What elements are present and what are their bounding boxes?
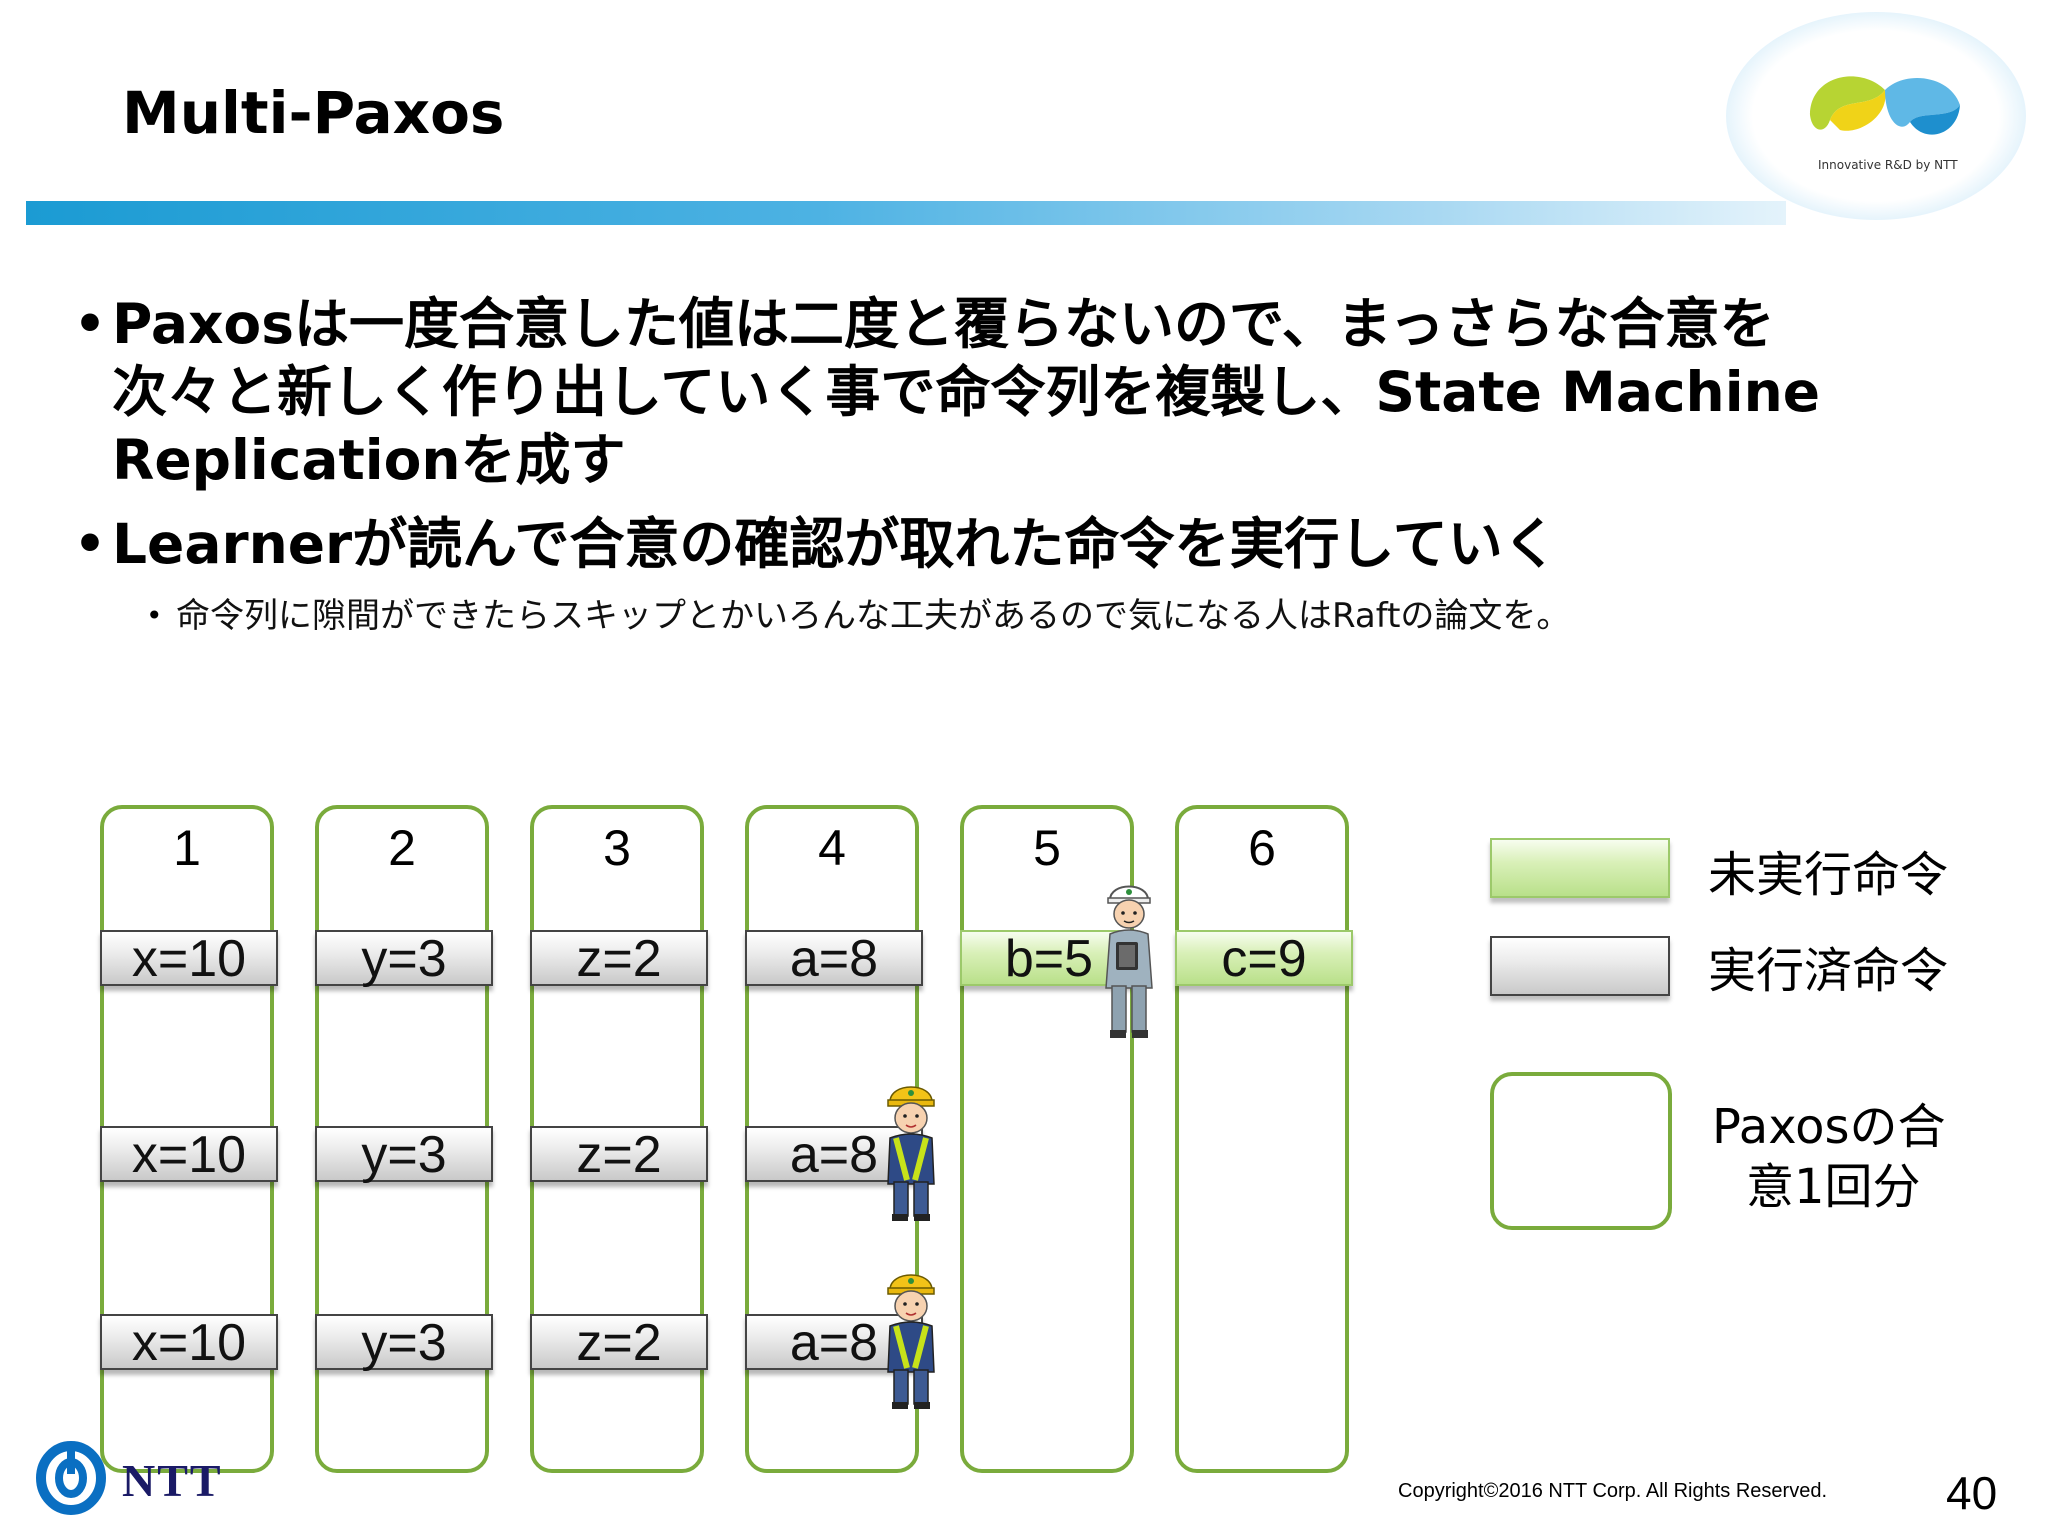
page-number: 40 — [1946, 1467, 1998, 1519]
executed-command: z=2 — [530, 930, 708, 986]
slot-number: 1 — [173, 820, 201, 876]
legend-paxos-swatch — [1490, 1072, 1672, 1230]
executed-command: x=10 — [100, 1314, 278, 1370]
legend-executed-swatch — [1490, 936, 1670, 996]
header-bar — [26, 201, 1786, 225]
legend-pending-swatch — [1490, 838, 1670, 898]
ntt-logo-text: NTT — [122, 1455, 223, 1506]
bullet-1-line-1: Paxosは一度合意した値は二度と覆らないので、まっさらな合意を — [112, 292, 1775, 356]
bullet-2-line-1: Learnerが読んで合意の確認が取れた命令を実行していく — [112, 512, 1558, 576]
executed-command: z=2 — [530, 1314, 708, 1370]
legend-paxos-label-line-1: Paxosの合 — [1712, 1099, 1946, 1155]
slot-number: 4 — [818, 820, 846, 876]
bullet-1-line-2: 次々と新しく作り出していく事で命令列を複製し、State Machine — [112, 360, 1821, 424]
paxos-slot-5 — [960, 805, 1134, 1473]
logo-caption: Innovative R&D by NTT — [1818, 158, 1958, 172]
executed-command: y=3 — [315, 1126, 493, 1182]
slot-number: 6 — [1248, 820, 1276, 876]
sub-bullet-marker: • — [146, 599, 163, 632]
legend-pending-label: 未実行命令 — [1708, 847, 1949, 903]
slide-title: Multi-Paxos — [122, 79, 505, 147]
executed-command: x=10 — [100, 930, 278, 986]
copyright-notice: Copyright©2016 NTT Corp. All Rights Rese… — [1398, 1480, 1827, 1502]
legend-paxos-label-line-2: 意1回分 — [1746, 1159, 1921, 1215]
executed-command: z=2 — [530, 1126, 708, 1182]
bullet-1-line-3: Replicationを成す — [112, 428, 626, 492]
slot-number: 2 — [388, 820, 416, 876]
executed-command: a=8 — [745, 930, 923, 986]
executed-command: x=10 — [100, 1126, 278, 1182]
executed-command: y=3 — [315, 930, 493, 986]
supervisor-person-icon — [1105, 885, 1153, 1038]
bullet-marker: • — [74, 515, 106, 573]
slot-number: 5 — [1033, 820, 1061, 876]
sub-bullet: 命令列に隙間ができたらスキップとかいろんな工夫があるので気になる人はRaftの論… — [176, 596, 1571, 636]
rd-logo-icon — [1810, 76, 1960, 135]
bullet-marker: • — [74, 295, 106, 353]
executed-command: y=3 — [315, 1314, 493, 1370]
legend-executed-label: 実行済命令 — [1708, 943, 1949, 999]
ntt-logo-icon — [36, 1441, 106, 1515]
worker-person-icon — [887, 1086, 935, 1221]
pending-command: c=9 — [1175, 930, 1353, 986]
paxos-slot-6 — [1175, 805, 1349, 1473]
slot-number: 3 — [603, 820, 631, 876]
worker-person-icon — [887, 1274, 935, 1409]
